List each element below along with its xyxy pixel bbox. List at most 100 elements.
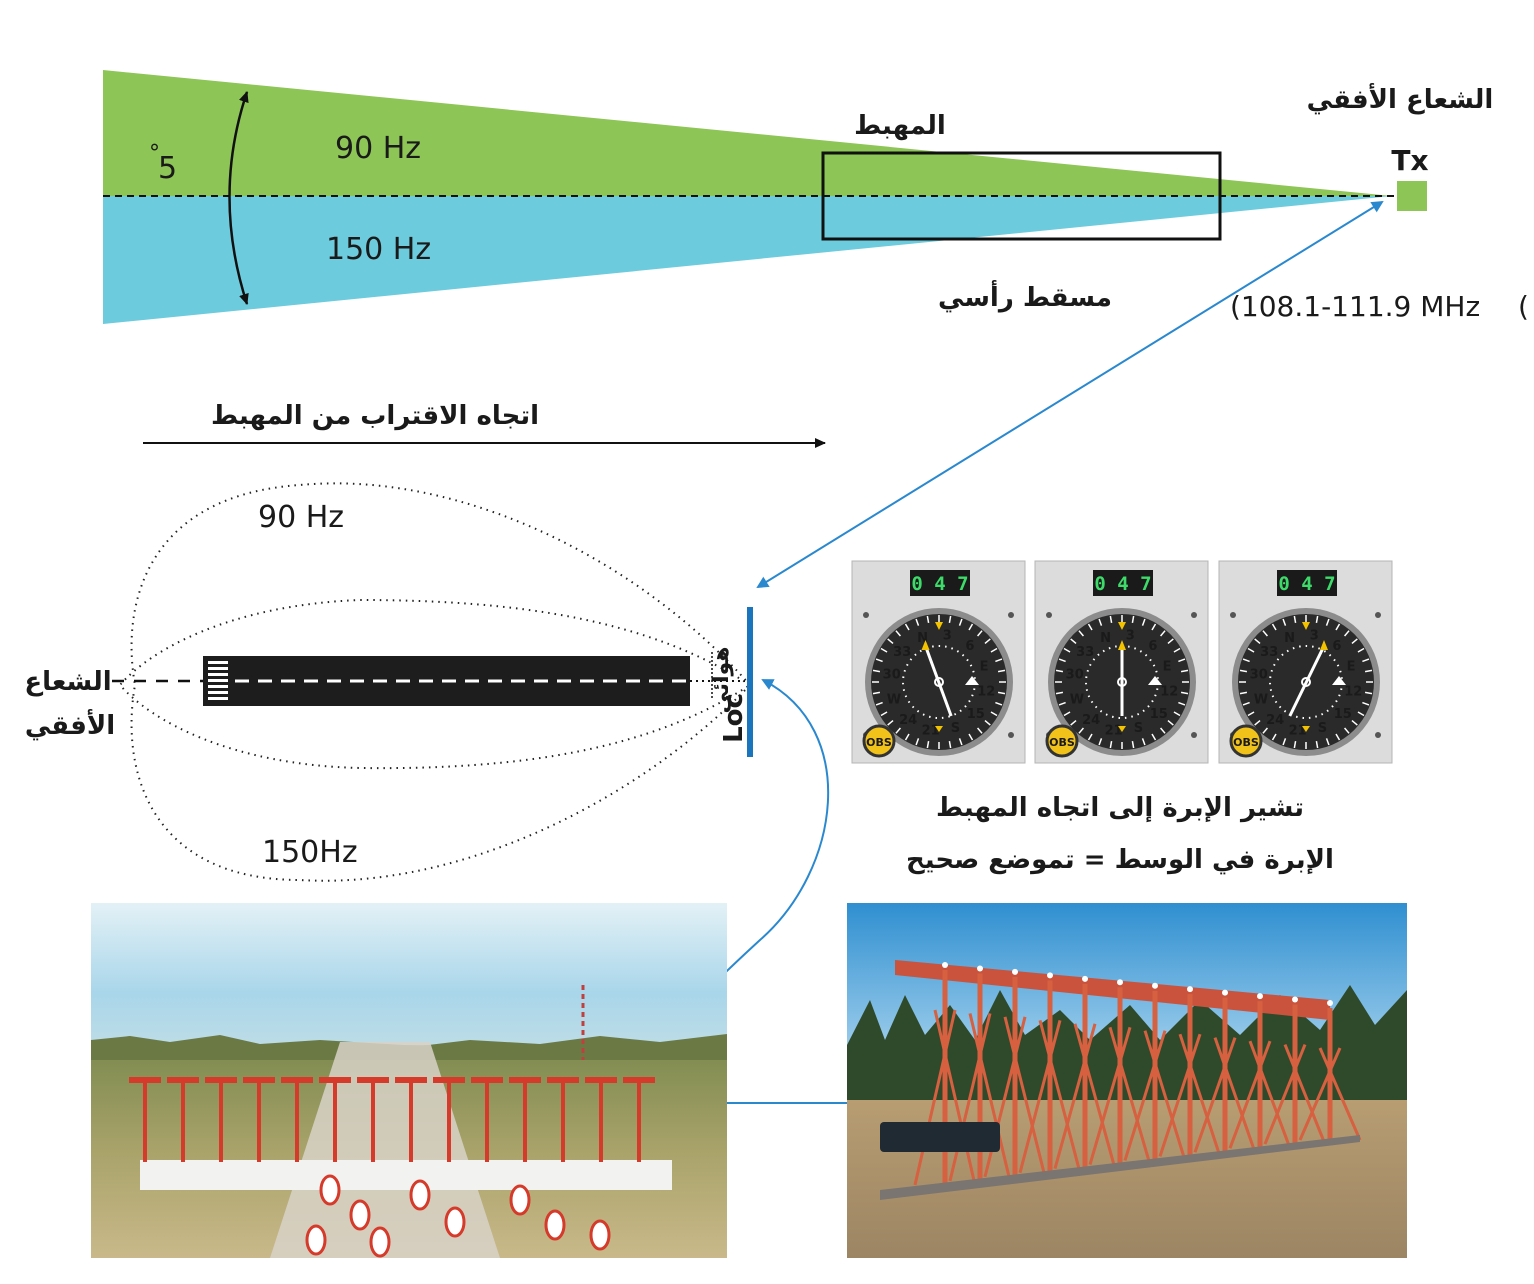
dial-tick <box>968 733 974 741</box>
dial-tick <box>872 669 881 673</box>
dial-tick <box>1362 658 1370 663</box>
dial-number: 33 <box>893 645 911 660</box>
antenna-mast <box>623 1077 655 1162</box>
heading-readout-box <box>910 570 970 596</box>
mast-pole <box>181 1077 185 1162</box>
dial-tick <box>984 719 991 726</box>
mast-pole <box>371 1077 375 1162</box>
dial-tick <box>1247 647 1255 653</box>
dial-tick <box>1271 623 1277 631</box>
dial-tick <box>1362 701 1370 706</box>
antenna-mast <box>585 1077 617 1162</box>
dial-tick <box>1357 647 1365 653</box>
dial-tick <box>1242 658 1250 663</box>
dial-tick <box>1087 733 1093 741</box>
vertical-projection-label: مسقط رأسي <box>938 280 1112 313</box>
to-from-flag <box>1148 676 1162 685</box>
obs-label: OBS <box>1049 736 1075 749</box>
dipole-element <box>1222 989 1228 996</box>
dial-tick <box>1173 711 1181 717</box>
heading-readout-box <box>1093 570 1153 596</box>
frame-brace <box>1143 1030 1187 1161</box>
dial-tick <box>1364 691 1373 695</box>
dial-tick <box>1063 647 1071 653</box>
frame-brace <box>1003 1016 1047 1178</box>
inner-lobe-pattern <box>118 598 752 770</box>
approach-light <box>349 1199 371 1231</box>
upper-lobe-label: 90 Hz <box>335 131 421 166</box>
dial-tick <box>926 740 930 749</box>
obs-label: OBS <box>1233 736 1259 749</box>
frame-brace <box>1018 1019 1062 1174</box>
dial-tick <box>1178 701 1186 706</box>
dial-tick <box>995 658 1003 663</box>
dial-tick <box>895 630 902 637</box>
antenna-mast <box>471 1077 503 1162</box>
dial-number: E <box>1163 660 1172 675</box>
horizontal-beam-label-line1: الشعاع <box>24 667 111 697</box>
dial-tick <box>1315 615 1319 624</box>
dial-tick <box>1239 691 1248 695</box>
frame-top-beam <box>895 960 1330 1020</box>
dial-tick <box>1242 701 1250 706</box>
upper-plan-lobe-label: 90 Hz <box>258 500 344 535</box>
dial-tick <box>875 701 883 706</box>
dipole-element <box>1047 972 1053 979</box>
threshold-markings <box>208 661 228 700</box>
dial-tick <box>1141 738 1146 746</box>
needle-pivot <box>1117 677 1127 687</box>
mount-screw <box>1191 612 1197 618</box>
dial-tick <box>1262 727 1269 734</box>
reciprocal-index <box>1118 726 1126 732</box>
dial-tick <box>904 733 910 741</box>
dial-tick <box>948 615 952 624</box>
obs-knob[interactable] <box>1045 724 1079 758</box>
dial-tick <box>915 618 920 626</box>
needle-tip <box>921 640 930 650</box>
dial-tick <box>976 727 983 734</box>
frame-brace <box>1158 1033 1202 1157</box>
heading-readout: 0 4 7 <box>1278 573 1335 595</box>
dial-number: 24 <box>1082 713 1100 728</box>
dial-tick <box>976 630 983 637</box>
course-index <box>1118 622 1126 630</box>
dipole-element <box>1117 979 1123 986</box>
frame-brace <box>1263 1043 1307 1145</box>
dial-number: 3 <box>1126 629 1135 644</box>
dial-number: 33 <box>1260 645 1278 660</box>
course-index <box>1302 622 1310 630</box>
mount-screw <box>1191 732 1197 738</box>
dial-tick <box>1151 623 1157 631</box>
dial-tick <box>1098 618 1103 626</box>
mast-pole <box>485 1077 489 1162</box>
dipole-element <box>1187 986 1193 993</box>
obs-knob[interactable] <box>1229 724 1263 758</box>
dial-number: E <box>1347 660 1356 675</box>
frame-brace <box>1178 1033 1222 1157</box>
dipole-element <box>1327 1000 1333 1006</box>
frame-brace <box>1193 1037 1237 1153</box>
obs-knob[interactable] <box>862 724 896 758</box>
dial-tick <box>968 623 974 631</box>
dipole-element <box>1292 996 1298 1003</box>
dial-tick <box>1282 618 1287 626</box>
dial-tick <box>1351 638 1358 645</box>
parked-truck <box>880 1122 1000 1152</box>
needle-tip <box>1118 640 1126 650</box>
antenna-mast <box>357 1077 389 1162</box>
angle-value: 5 <box>158 151 177 186</box>
antenna-mast <box>243 1077 275 1162</box>
dial-tick <box>1173 647 1181 653</box>
dial-tick <box>872 691 881 695</box>
dial-tick <box>1262 630 1269 637</box>
dial-number: 15 <box>1150 707 1168 722</box>
dial-tick <box>926 615 930 624</box>
frame-brace <box>1228 1040 1272 1149</box>
dial-number: N <box>1100 631 1111 646</box>
antenna-mast <box>205 1077 237 1162</box>
dial-number: E <box>980 660 989 675</box>
dial-tick <box>997 669 1006 673</box>
dial-number: W <box>887 692 901 707</box>
